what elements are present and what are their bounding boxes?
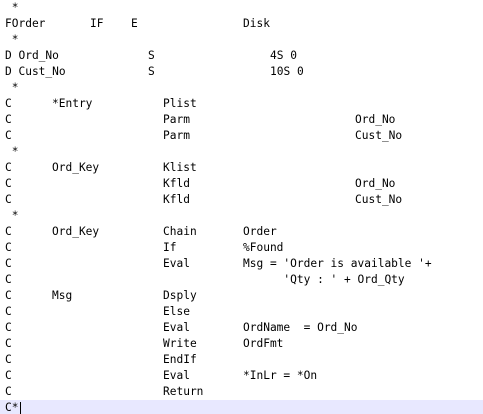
current-code-line[interactable]: C*: [0, 400, 483, 414]
code-field-f2: Ord_Key: [52, 161, 100, 174]
code-line[interactable]: C Return: [0, 384, 483, 400]
code-line[interactable]: C Kfld Cust_No: [0, 192, 483, 208]
code-field-f1: *: [5, 209, 19, 222]
code-field-f1: C*: [5, 401, 19, 414]
code-field-f1: C: [5, 113, 12, 126]
code-field-f2: IF: [90, 17, 104, 30]
code-line[interactable]: C Eval *InLr = *On: [0, 368, 483, 384]
code-field-f3: If: [163, 241, 177, 254]
code-field-f4: Disk: [243, 17, 270, 30]
code-field-f1: C: [5, 353, 12, 366]
code-field-f1: FOrder: [5, 17, 46, 30]
code-line[interactable]: C Parm Cust_No: [0, 128, 483, 144]
code-field-f3: Dsply: [163, 289, 197, 302]
code-field-f3: Kfld: [163, 177, 190, 190]
code-line[interactable]: *: [0, 0, 483, 16]
code-field-f5: Cust_No: [355, 193, 403, 206]
code-field-f3: Eval: [163, 369, 190, 382]
code-field-f1: C: [5, 97, 12, 110]
code-line[interactable]: C 'Qty : ' + Ord_Qty: [0, 272, 483, 288]
text-cursor: [20, 402, 21, 414]
code-field-f1: *: [5, 33, 19, 46]
code-line[interactable]: C Eval OrdName = Ord_No: [0, 320, 483, 336]
code-field-f3: EndIf: [163, 353, 197, 366]
code-line[interactable]: FOrder IF E Disk: [0, 16, 483, 32]
code-field-f1: C: [5, 177, 12, 190]
code-field-f4: *InLr = *On: [243, 369, 318, 382]
code-field-f3: Chain: [163, 225, 197, 238]
code-field-f1: C: [5, 321, 12, 334]
code-field-f3: Klist: [163, 161, 197, 174]
code-field-f1: *: [5, 1, 19, 14]
code-field-f1: *: [5, 81, 19, 94]
code-field-f3: 10S 0: [270, 65, 304, 78]
code-field-f3: Parm: [163, 113, 190, 126]
code-field-f1: C: [5, 241, 12, 254]
code-field-f3: 4S 0: [270, 49, 297, 62]
code-field-f3: Parm: [163, 129, 190, 142]
code-line[interactable]: C Write OrdFmt: [0, 336, 483, 352]
code-field-f4: Msg = 'Order is available '+: [243, 257, 432, 270]
code-line[interactable]: *: [0, 208, 483, 224]
code-line[interactable]: C Ord_Key Chain Order: [0, 224, 483, 240]
code-field-f2: S: [148, 49, 155, 62]
code-field-f1: C: [5, 225, 12, 238]
code-line[interactable]: C Eval Msg = 'Order is available '+: [0, 256, 483, 272]
code-field-f3: Eval: [163, 321, 190, 334]
code-line[interactable]: C Ord_Key Klist: [0, 160, 483, 176]
code-field-f5: Ord_No: [355, 177, 396, 190]
code-field-f2: Ord_Key: [52, 225, 100, 238]
code-field-f2: S: [148, 65, 155, 78]
code-field-f5: Cust_No: [355, 129, 403, 142]
code-field-f3: Kfld: [163, 193, 190, 206]
code-line[interactable]: D Cust_No S 10S 0: [0, 64, 483, 80]
code-field-f1: D Cust_No: [5, 65, 66, 78]
code-field-f1: C: [5, 129, 12, 142]
code-line[interactable]: C EndIf: [0, 352, 483, 368]
code-field-f1: C: [5, 337, 12, 350]
code-field-f1: C: [5, 257, 12, 270]
code-line[interactable]: *: [0, 32, 483, 48]
code-field-f4: OrdFmt: [243, 337, 284, 350]
code-line[interactable]: C Kfld Ord_No: [0, 176, 483, 192]
code-field-f5: Ord_No: [355, 113, 396, 126]
code-field-f1: C: [5, 305, 12, 318]
code-line[interactable]: C Parm Ord_No: [0, 112, 483, 128]
code-field-f3: Write: [163, 337, 197, 350]
code-field-f4: OrdName = Ord_No: [243, 321, 358, 334]
code-field-f3: Return: [163, 385, 204, 398]
code-field-f4: Order: [243, 225, 277, 238]
code-field-f1: *: [5, 145, 19, 158]
code-field-f3: E: [131, 17, 138, 30]
code-line[interactable]: *: [0, 144, 483, 160]
code-field-f3: Eval: [163, 257, 190, 270]
code-field-f1: C: [5, 273, 12, 286]
code-field-f4: %Found: [243, 241, 284, 254]
code-field-f3: Else: [163, 305, 190, 318]
code-field-f1: C: [5, 385, 12, 398]
code-line[interactable]: C Msg Dsply: [0, 288, 483, 304]
code-field-f3: Plist: [163, 97, 197, 110]
code-line[interactable]: C Else: [0, 304, 483, 320]
code-line[interactable]: D Ord_No S 4S 0: [0, 48, 483, 64]
code-field-f1: C: [5, 161, 12, 174]
code-field-f4: 'Qty : ' + Ord_Qty: [243, 273, 405, 286]
code-field-f1: C: [5, 289, 12, 302]
code-field-f1: D Ord_No: [5, 49, 59, 62]
code-field-f2: Msg: [52, 289, 73, 302]
code-line[interactable]: C If %Found: [0, 240, 483, 256]
code-field-f1: C: [5, 193, 12, 206]
code-field-f2: *Entry: [52, 97, 93, 110]
code-line[interactable]: C *Entry Plist: [0, 96, 483, 112]
code-field-f1: C: [5, 369, 12, 382]
code-line[interactable]: *: [0, 80, 483, 96]
